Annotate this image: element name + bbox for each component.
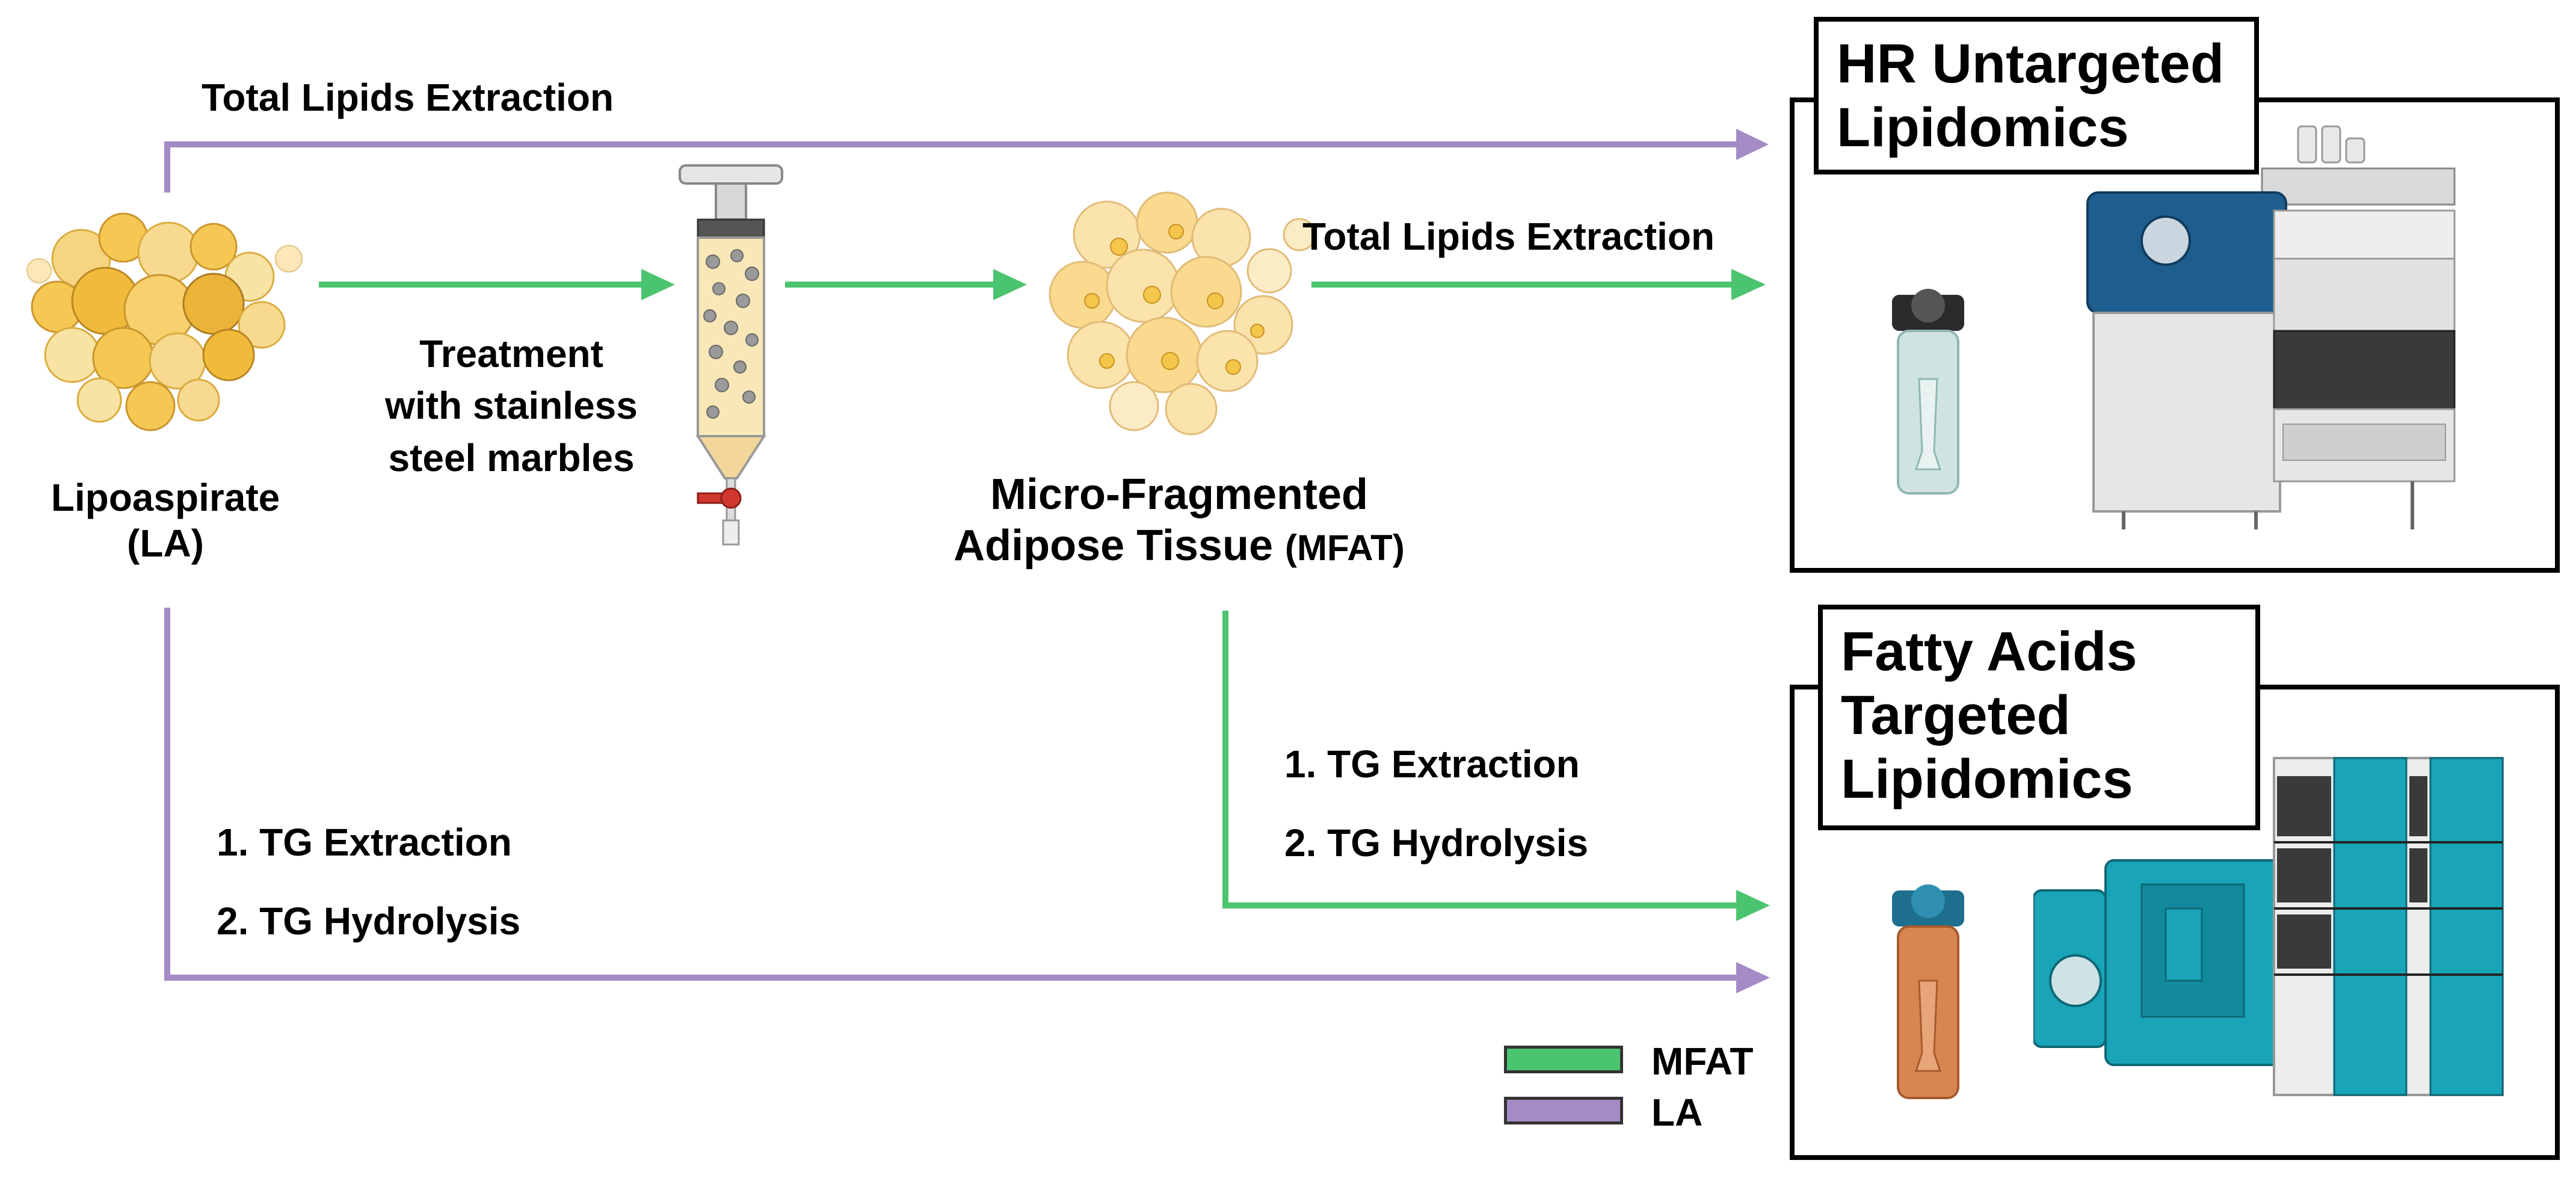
mfat-steps: 1. TG Extraction 2. TG Hydrolysis	[1284, 725, 1588, 883]
mfat-label-main: Adipose Tissue	[954, 521, 1285, 570]
legend-swatch-mfat	[1504, 1046, 1623, 1073]
total-lipids-mid-label: Total Lipids Extraction	[1302, 215, 1715, 258]
la-step-1: 1. TG Extraction	[217, 821, 512, 864]
legend-swatch-la	[1504, 1097, 1623, 1124]
la-to-treatment-arrow	[319, 269, 675, 300]
syringe-with-marbles-icon	[679, 164, 783, 546]
treatment-label: Treatment with stainless steel marbles	[385, 332, 638, 480]
fat-droplet-cluster-icon	[26, 212, 303, 431]
mfat-step-1: 1. TG Extraction	[1284, 742, 1580, 786]
amber-vial-icon	[1892, 884, 1964, 1099]
la-steps: 1. TG Extraction 2. TG Hydrolysis	[217, 803, 520, 961]
total-lipids-top-label: Total Lipids Extraction	[202, 76, 614, 119]
treatment-to-mfat-arrow	[785, 269, 1027, 300]
untargeted-title: HR Untargeted Lipidomics	[1814, 17, 2259, 174]
legend-label-mfat: MFAT	[1651, 1040, 1754, 1083]
mfat-label: Micro-Fragmented Adipose Tissue (MFAT)	[954, 470, 1405, 570]
mfat-tg-arrow	[1222, 611, 1770, 921]
mfat-total-lipids-arrow	[1311, 269, 1766, 300]
la-total-lipids-arrow	[164, 129, 1769, 193]
mfat-label-abbr: (MFAT)	[1285, 527, 1405, 568]
lc-ms-instrument-icon	[2033, 757, 2504, 1096]
legend-label-la: LA	[1651, 1091, 1703, 1134]
fragmented-adipose-icon	[1049, 191, 1316, 436]
hr-mass-spectrometer-icon	[2086, 125, 2456, 529]
clear-vial-icon	[1892, 289, 1964, 495]
la-step-2: 2. TG Hydrolysis	[217, 899, 521, 943]
mfat-step-2: 2. TG Hydrolysis	[1284, 821, 1589, 865]
lipoaspirate-label: Lipoaspirate (LA)	[51, 476, 280, 565]
la-tg-arrow	[164, 608, 1770, 993]
targeted-title: Fatty Acids Targeted Lipidomics	[1818, 605, 2260, 830]
